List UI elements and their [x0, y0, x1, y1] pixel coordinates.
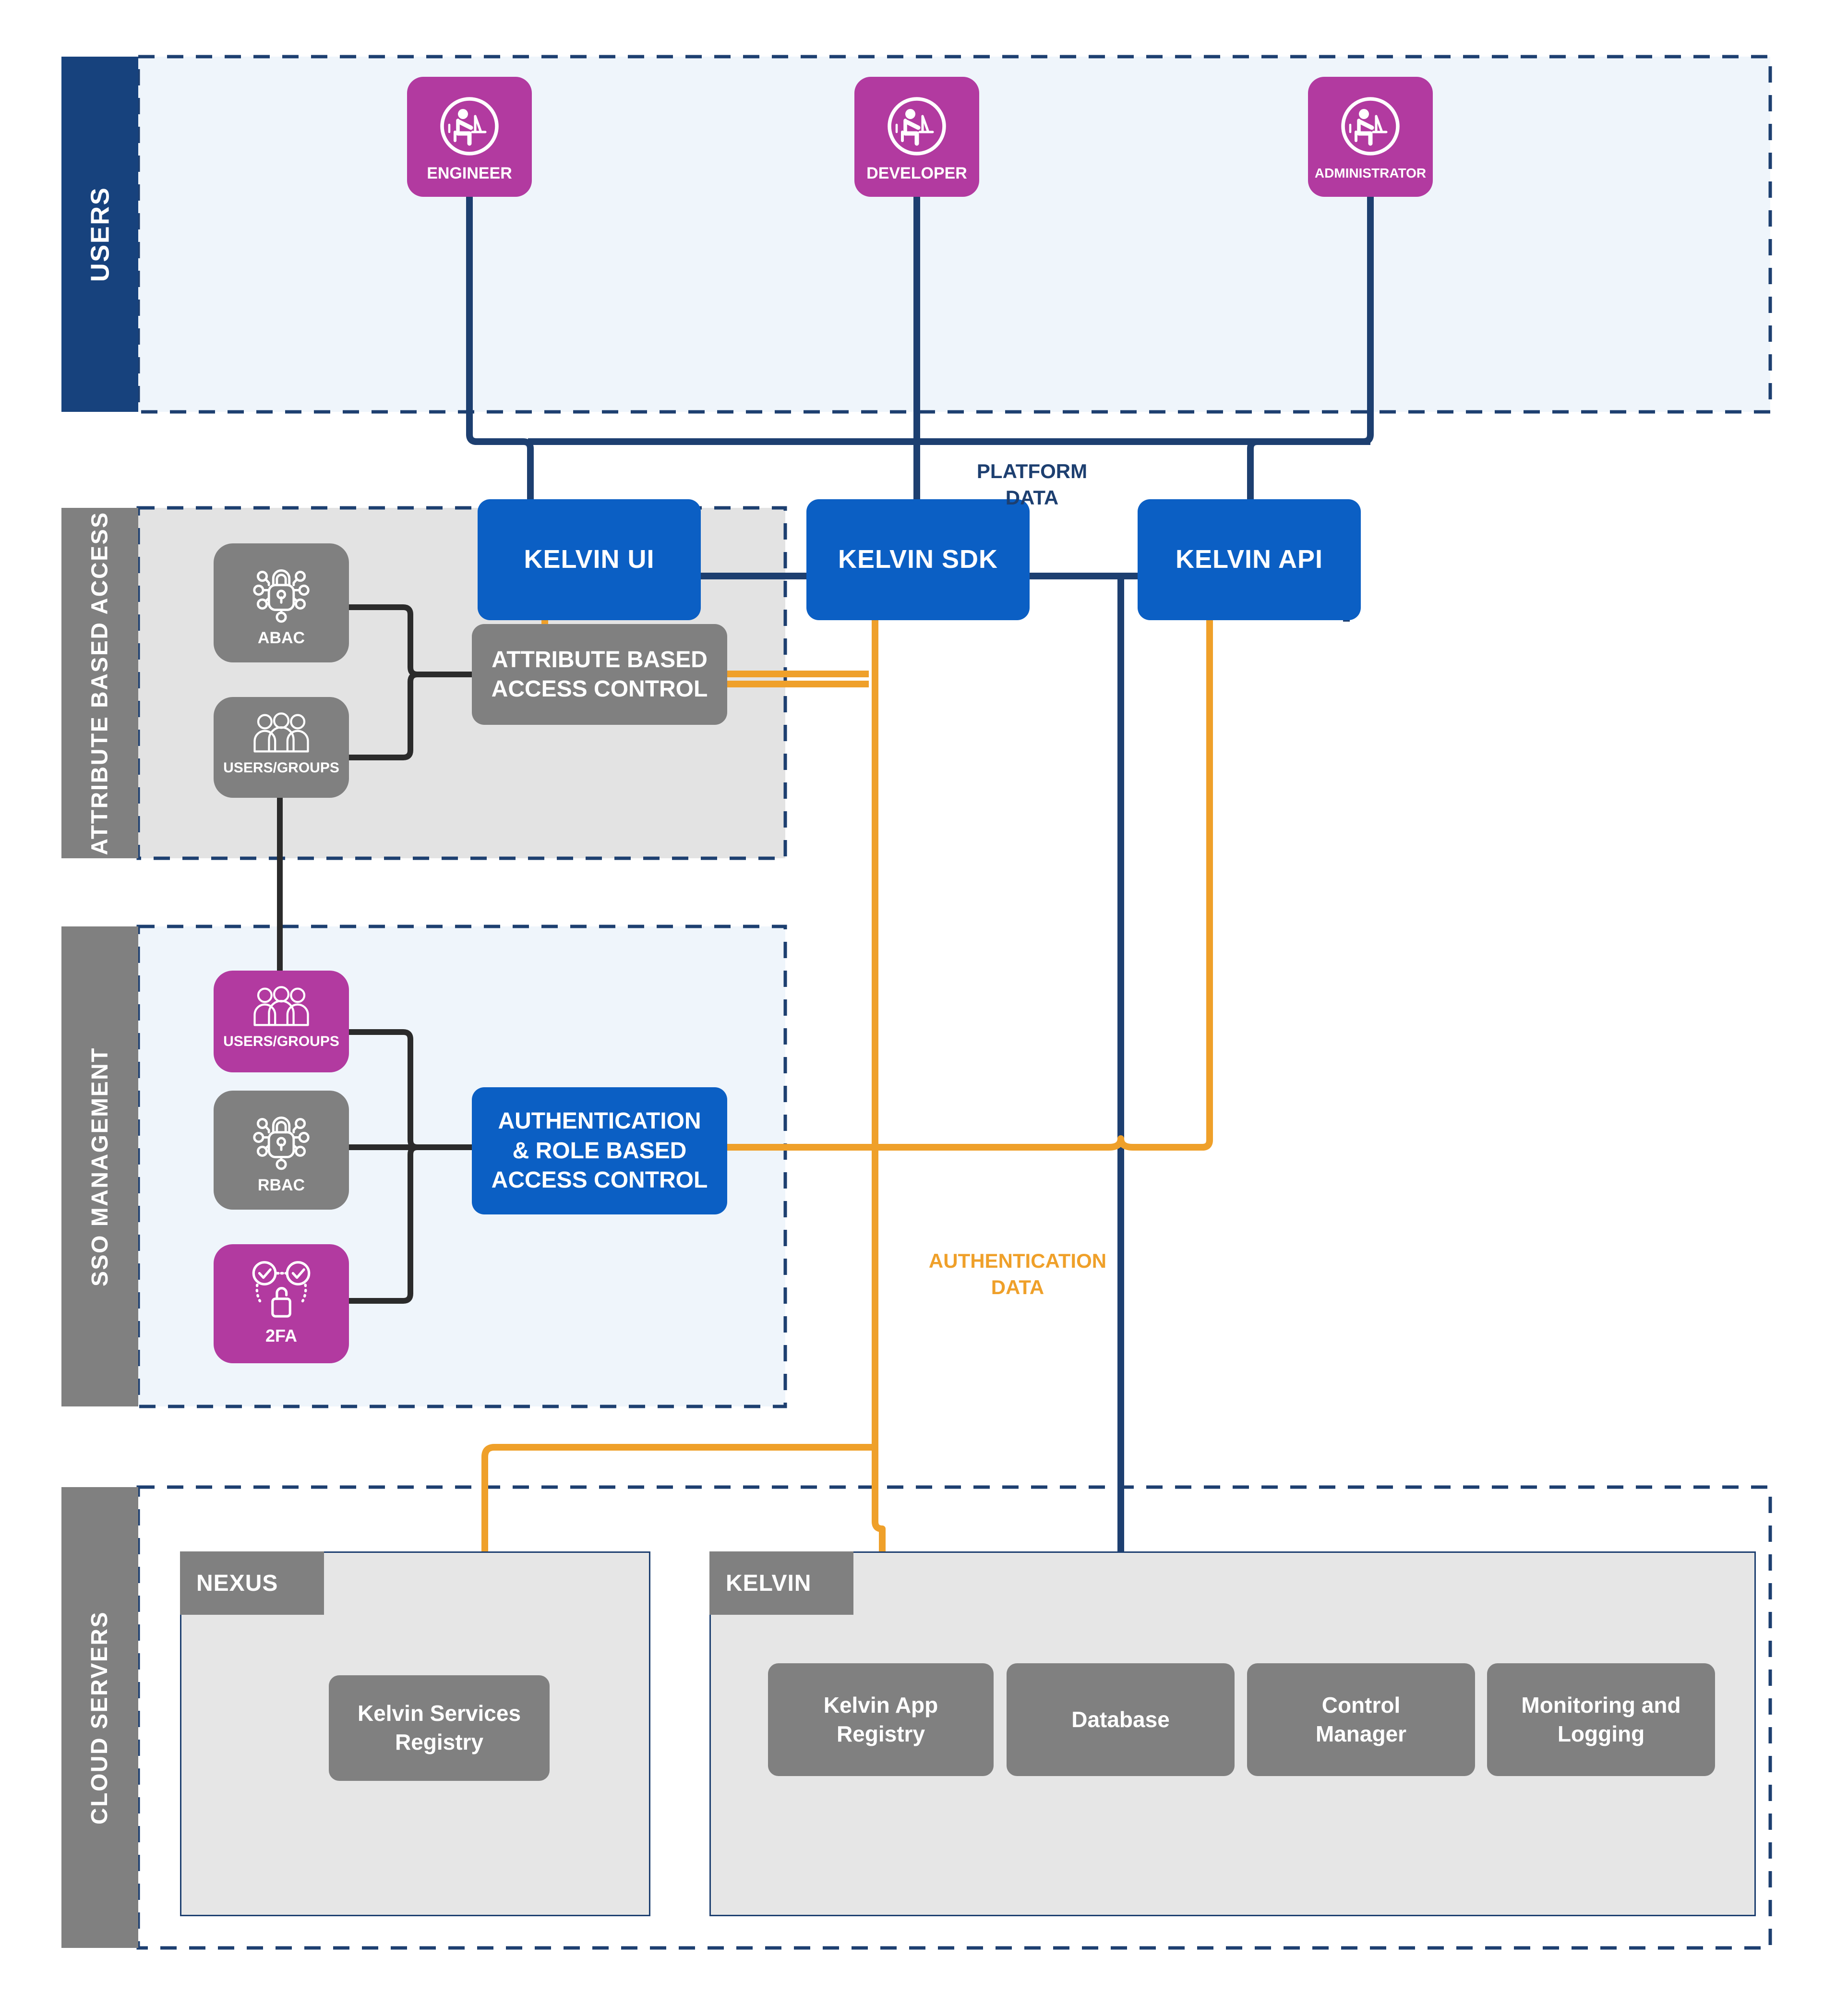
sso-tile-label-rbac: RBAC	[257, 1176, 305, 1194]
flow-label-platform-data-line2: DATA	[1005, 486, 1059, 509]
auth-control-line2: & ROLE BASED	[512, 1138, 687, 1164]
db-line1: Database	[1071, 1706, 1170, 1732]
connector-2fa-to-auth	[349, 1144, 418, 1304]
connector-engineer-to-kelvin-ui	[466, 192, 534, 499]
circuit-lock-icon	[253, 1116, 310, 1170]
swimlane-bar-abac: ATTRIBUTE BASED ACCESS	[61, 508, 138, 858]
connector-auth-rbac-orange-out	[727, 1135, 1202, 1151]
actor-label-developer: DEVELOPER	[866, 164, 967, 182]
connector-abac-usersgroups-to-control	[349, 672, 418, 760]
connector-orange-to-nexus	[481, 1444, 875, 1553]
service-box-monitoring-and-logging-text: Monitoring and Logging	[1521, 1691, 1680, 1749]
sso-tile-2fa[interactable]: 2FA	[214, 1244, 349, 1363]
connector-sso-usersgroups-to-auth	[349, 1029, 472, 1150]
server-tab-label-nexus: NEXUS	[196, 1570, 278, 1596]
control-box-attribute-based-access-control-text: ATTRIBUTE BASED ACCESS CONTROL	[492, 645, 708, 704]
actor-label-administrator: ADMINISTRATOR	[1314, 166, 1427, 180]
abac-tile-users-groups[interactable]: USERS/GROUPS	[214, 697, 349, 798]
ml-line2: Logging	[1557, 1721, 1645, 1746]
server-tab-nexus: NEXUS	[180, 1551, 324, 1615]
abac-tile-abac[interactable]: ABAC	[214, 543, 349, 662]
interface-label-kelvin-sdk: KELVIN SDK	[838, 545, 998, 574]
circuit-lock-icon	[253, 569, 310, 623]
interface-label-kelvin-api: KELVIN API	[1175, 545, 1323, 574]
auth-control-line3: ACCESS CONTROL	[491, 1167, 708, 1193]
cm-line2: Manager	[1315, 1721, 1407, 1746]
service-box-monitoring-and-logging[interactable]: Monitoring and Logging	[1487, 1663, 1715, 1776]
person-at-desk-icon	[440, 97, 499, 156]
connector-orange-to-kelvin-server	[872, 1447, 886, 1553]
control-box-attribute-based-access-control[interactable]: ATTRIBUTE BASED ACCESS CONTROL	[472, 624, 727, 725]
abac-control-line2: ACCESS CONTROL	[491, 676, 708, 702]
service-box-kelvin-services-registry-text: Kelvin Services Registry	[358, 1699, 521, 1757]
service-box-kelvin-services-registry[interactable]: Kelvin Services Registry	[329, 1675, 550, 1781]
service-box-kelvin-app-registry[interactable]: Kelvin App Registry	[768, 1663, 994, 1776]
sso-tile-users-groups[interactable]: USERS/GROUPS	[214, 971, 349, 1072]
flow-label-authentication-data: AUTHENTICATION DATA	[883, 1248, 1152, 1300]
abac-tile-label-abac: ABAC	[257, 629, 305, 647]
ksr-line2: Registry	[395, 1730, 484, 1754]
service-box-control-manager-text: Control Manager	[1316, 1691, 1406, 1749]
server-tab-label-kelvin: KELVIN	[726, 1570, 812, 1596]
person-at-desk-icon	[1341, 97, 1400, 156]
server-tab-kelvin: KELVIN	[709, 1551, 853, 1615]
ml-line1: Monitoring and	[1521, 1692, 1681, 1718]
kar-line1: Kelvin App	[823, 1692, 938, 1718]
users-lane-dashed-border	[136, 55, 1772, 414]
sso-tile-rbac[interactable]: RBAC	[214, 1091, 349, 1210]
ksr-line1: Kelvin Services	[357, 1701, 521, 1726]
actor-label-engineer: ENGINEER	[427, 164, 512, 182]
service-box-database-text: Database	[1071, 1706, 1170, 1734]
interface-box-kelvin-sdk[interactable]: KELVIN SDK	[806, 499, 1030, 620]
sso-tile-label-users-groups: USERS/GROUPS	[223, 1033, 339, 1049]
interface-label-kelvin-ui: KELVIN UI	[524, 545, 655, 574]
connector-abac-tile-to-control	[349, 604, 472, 677]
auth-control-line1: AUTHENTICATION	[498, 1108, 701, 1134]
two-factor-icon	[252, 1261, 311, 1318]
person-at-desk-icon	[888, 97, 946, 156]
interface-box-kelvin-api[interactable]: KELVIN API	[1138, 499, 1361, 620]
control-box-authentication-rbac-text: AUTHENTICATION & ROLE BASED ACCESS CONTR…	[492, 1106, 708, 1195]
connector-administrator-to-kelvin-api	[1247, 192, 1374, 499]
swimlane-bar-users: USERS	[61, 57, 138, 412]
sso-tile-label-2fa: 2FA	[265, 1326, 298, 1345]
connector-kelvin-api-orange	[1202, 619, 1213, 1151]
three-people-icon	[253, 986, 309, 1026]
control-box-authentication-rbac[interactable]: AUTHENTICATION & ROLE BASED ACCESS CONTR…	[472, 1087, 727, 1214]
actor-tile-administrator[interactable]: ADMINISTRATOR	[1308, 77, 1433, 197]
abac-control-line1: ATTRIBUTE BASED	[492, 647, 708, 673]
cloud-lane-dashed-border	[136, 1485, 1772, 1950]
sso-lane-dashed-border	[136, 925, 787, 1408]
swimlane-bar-cloud: CLOUD SERVERS	[61, 1487, 138, 1948]
service-box-control-manager[interactable]: Control Manager	[1247, 1663, 1475, 1776]
actor-tile-engineer[interactable]: ENGINEER	[407, 77, 532, 197]
service-box-kelvin-app-registry-text: Kelvin App Registry	[824, 1691, 938, 1749]
three-people-icon	[253, 712, 309, 753]
actor-tile-developer[interactable]: DEVELOPER	[854, 77, 979, 197]
flow-label-platform-data-line1: PLATFORM	[976, 460, 1088, 482]
abac-tile-label-users-groups: USERS/GROUPS	[223, 760, 339, 776]
service-box-database[interactable]: Database	[1007, 1663, 1235, 1776]
flow-label-authentication-data-line2: DATA	[991, 1275, 1044, 1298]
kar-line2: Registry	[836, 1721, 925, 1746]
cm-line1: Control	[1321, 1692, 1401, 1718]
interface-box-kelvin-ui[interactable]: KELVIN UI	[478, 499, 701, 620]
flow-label-authentication-data-line1: AUTHENTICATION	[928, 1249, 1107, 1272]
flow-label-platform-data: PLATFORM DATA	[912, 458, 1152, 511]
swimlane-bar-sso: SSO MANAGEMENT	[61, 926, 138, 1406]
